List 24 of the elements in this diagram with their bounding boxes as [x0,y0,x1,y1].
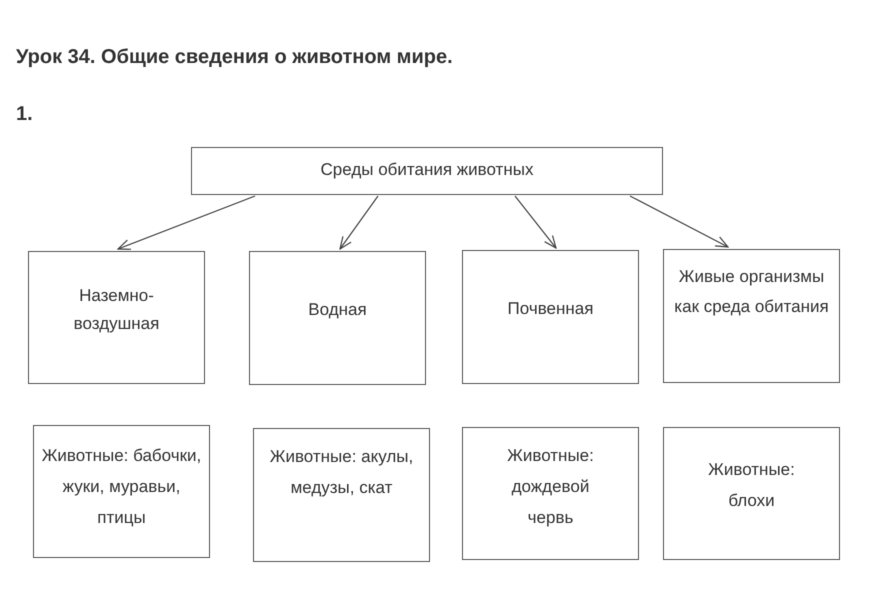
arrow [630,195,729,248]
text-box [663,249,840,383]
box-text: Животные: бабочки, жуки, муравьи, птицы [40,445,202,529]
title: Урок 34. Общие сведения о животном мире. [16,45,453,70]
text-box [33,425,210,558]
arrow [339,196,378,250]
box-text: Наземно-воздушная [72,285,160,335]
text-box [28,251,205,384]
box-text: Животные: блохи [707,459,796,512]
box-text: Водная [308,299,367,321]
task-number: 1. [16,102,33,127]
text-box [249,251,426,385]
box-text: Животные: дождевой червь [506,445,595,529]
text-box [663,427,840,560]
text-box [253,428,430,562]
text-box [462,427,639,560]
box-text: Среды обитания животных [320,159,534,181]
text-box [462,250,639,384]
arrow [117,195,256,250]
text-box [191,147,663,195]
box-text: Живые организмы как среда обитания [673,266,830,318]
arrow [514,196,557,249]
box-text: Почвенная [508,298,594,320]
box-text: Животные: акулы, медузы, скат [268,446,414,499]
